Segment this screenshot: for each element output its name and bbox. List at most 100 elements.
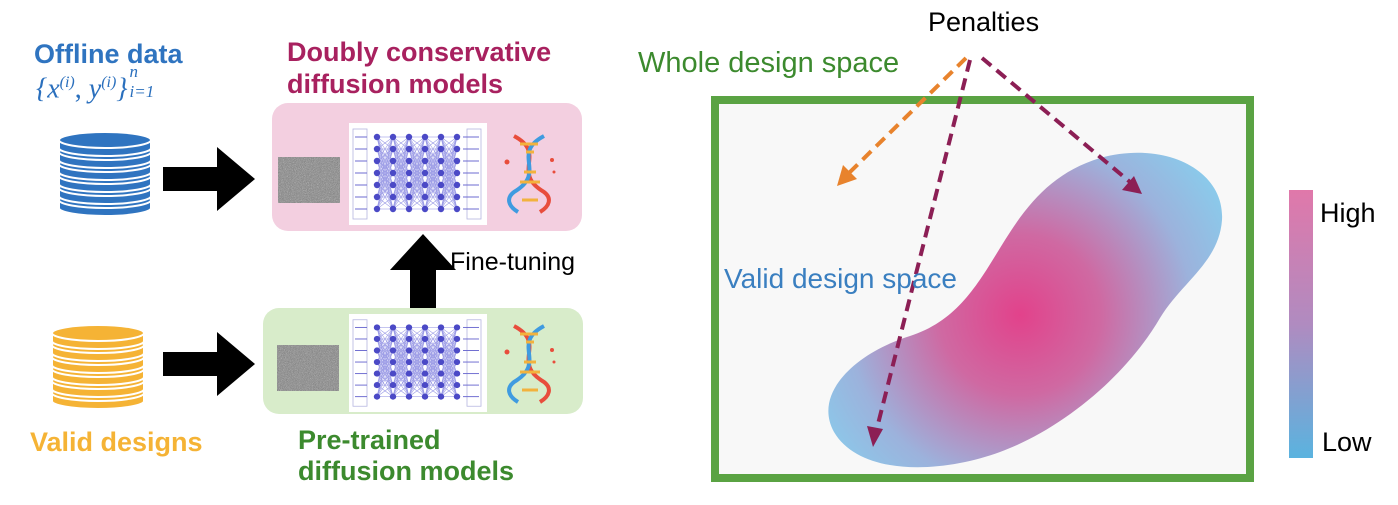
offline-data-label: Offline data [34,39,183,69]
nn-edge [376,160,394,210]
nn-edge [424,148,442,210]
nn-node [437,393,445,400]
colorbar-low-label: Low [1322,427,1372,457]
nn-node [453,347,461,354]
noise-image-icon-bottom [277,345,339,391]
nn-edge [376,327,394,374]
nn-node [453,382,461,389]
valid-to-pretrained-arrow [163,332,255,396]
nn-node [437,347,445,354]
nn-edge [424,136,442,174]
nn-node [421,145,429,153]
nn-edge [440,327,458,374]
penalty-arrowhead-down [867,426,883,447]
nn-node [421,370,429,377]
nn-edge [376,373,394,397]
nn-edge [424,160,442,210]
nn-edge [376,338,394,397]
nn-edge [424,136,442,162]
nn-node [421,393,429,400]
formula-sub-i1: i=1 [129,82,155,102]
valid-design-space-region [828,152,1223,468]
nn-node [405,193,413,201]
nn-edge [440,136,458,162]
nn-edge [376,136,394,174]
penalty-arrow-left [846,56,968,176]
nn-node [437,133,445,141]
nn-node [373,193,381,201]
formula-sup-i-x: (i) [59,74,75,91]
nn-node [437,324,445,331]
nn-node [437,145,445,153]
nn-node [437,358,445,366]
nn-node [437,370,445,377]
nn-edge [440,338,458,397]
nn-edge [424,338,442,397]
nn-edge [424,136,442,186]
nn-node [373,169,381,177]
nn-node [389,324,397,331]
nn-edge [376,327,394,351]
nn-edge [408,384,426,397]
nn-layer-bracket [352,128,368,220]
nn-edge [440,327,458,386]
nn-edge [376,361,394,397]
nn-node [437,169,445,177]
nn-edge [424,327,442,340]
nn-edge [424,327,442,374]
colorbar-high-label: High [1320,198,1376,228]
nn-edge [392,184,410,210]
nn-edge [392,172,410,210]
nn-edge [424,373,442,397]
nn-edge [376,136,394,162]
nn-edge [440,361,458,397]
nn-edge [440,136,458,174]
nn-node [389,358,397,366]
fine-tuning-label: Fine-tuning [450,248,576,276]
nn-node [453,370,461,377]
offline-data-formula: {x(i), y(i)} n i=1 [36,63,168,105]
nn-edge [408,136,426,174]
nn-edge [376,148,394,210]
nn-edge [424,172,442,210]
nn-edge [376,384,394,397]
nn-edge [408,136,426,150]
nn-node [373,393,381,400]
nn-edge [440,327,458,363]
offline-database-icon [58,131,152,217]
nn-node [421,358,429,366]
nn-node [437,382,445,389]
formula-sup-i-y: (i) [101,74,117,91]
nn-node [453,324,461,331]
nn-edge [392,136,410,150]
value-colorbar [1289,190,1313,458]
pretrained-model-label-line2: diffusion models [298,456,514,486]
neural-network-icon-bottom [349,314,487,412]
nn-node [421,335,429,343]
formula-y: y [88,73,102,105]
nn-edge [424,361,442,397]
nn-edge [392,327,410,386]
nn-node [389,382,397,389]
nn-edge [408,327,426,340]
nn-edge [392,136,410,186]
nn-edge [440,384,458,397]
nn-node [421,133,429,141]
valid-designs-label: Valid designs [30,427,203,457]
nn-node [389,157,397,165]
neural-network-icon-top [349,123,487,225]
valid-design-space-label: Valid design space [724,263,957,294]
nn-node [437,205,445,213]
nn-node [405,347,413,354]
nn-edge [440,327,458,351]
nn-layer-bracket [466,319,482,407]
nn-edge [408,148,426,210]
nn-edge [408,361,426,397]
fine-tuning-arrow [390,234,456,308]
nn-edge [424,327,442,386]
penalties-label: Penalties [928,7,1040,37]
nn-edge [440,196,458,210]
nn-edge [376,172,394,210]
nn-edge [392,136,410,198]
nn-node [373,347,381,354]
